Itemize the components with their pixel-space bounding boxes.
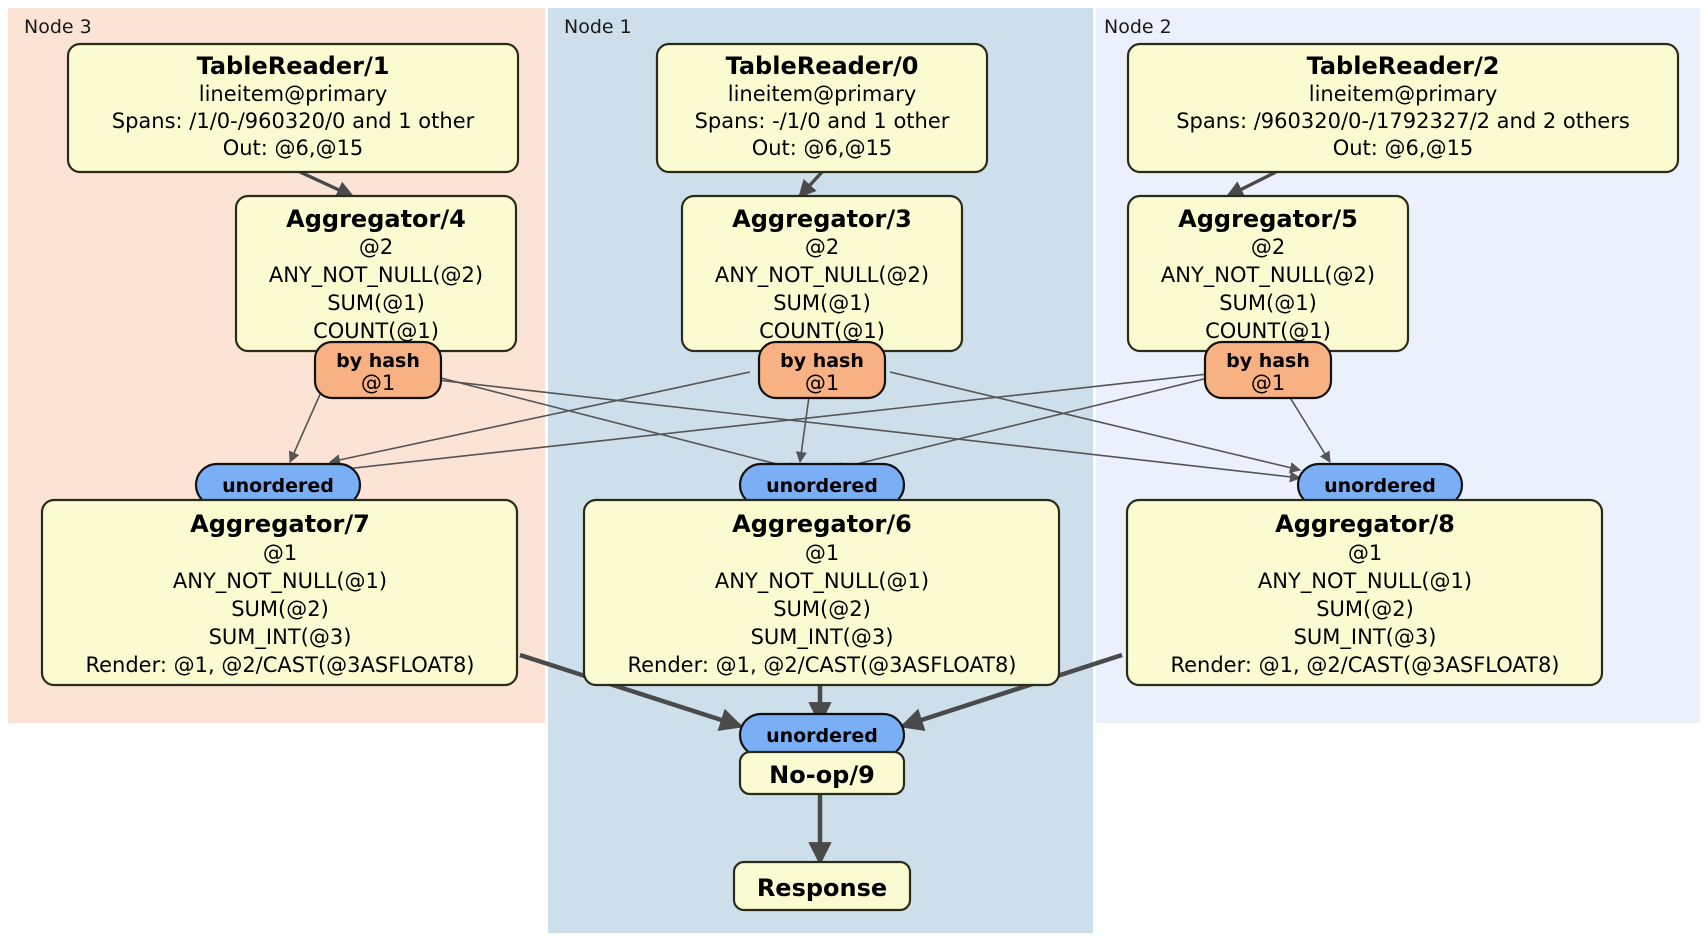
box-line-tablereader0-2: Out: @6,@15	[752, 136, 893, 160]
sync-unordered-mid-label: unordered	[766, 475, 878, 497]
box-aggregator7[interactable]: Aggregator/7 @1 ANY_NOT_NULL(@1) SUM(@2)…	[40, 498, 519, 687]
box-title-tablereader1: TableReader/1	[197, 52, 390, 80]
box-line-tablereader0-1: Spans: -/1/0 and 1 other	[695, 109, 950, 133]
sync-unordered-right-label: unordered	[1324, 475, 1436, 497]
box-tablereader0[interactable]: TableReader/0 lineitem@primary Spans: -/…	[655, 42, 989, 174]
box-line-aggregator8-0: @1	[1348, 541, 1382, 565]
box-title-tablereader2: TableReader/2	[1307, 52, 1500, 80]
edges-hash-to-sync	[288, 367, 1331, 483]
sync-unordered-right[interactable]: unordered	[1296, 462, 1464, 508]
box-aggregator6[interactable]: Aggregator/6 @1 ANY_NOT_NULL(@1) SUM(@2)…	[582, 498, 1061, 687]
box-title-noop9: No-op/9	[769, 761, 875, 789]
box-title-aggregator3: Aggregator/3	[732, 205, 912, 233]
box-line-aggregator3-2: SUM(@1)	[773, 291, 871, 315]
node-region-label-node1: Node 1	[564, 16, 632, 38]
box-line-aggregator6-2: SUM(@2)	[773, 597, 871, 621]
router-byhash-mid-sub: @1	[805, 371, 839, 395]
box-line-tablereader0-0: lineitem@primary	[728, 82, 917, 106]
box-noop9[interactable]: No-op/9	[738, 750, 906, 796]
box-tablereader1[interactable]: TableReader/1 lineitem@primary Spans: /1…	[66, 42, 520, 174]
router-byhash-left[interactable]: by hash @1	[313, 340, 443, 400]
edge-hash-left-to-sync-right	[401, 375, 1302, 483]
edge-agg7-to-final-sync	[519, 652, 744, 732]
edge-hash-right-to-sync-left	[334, 373, 1209, 475]
box-line-aggregator5-0: @2	[1251, 235, 1285, 259]
box-line-tablereader1-1: Spans: /1/0-/960320/0 and 1 other	[112, 109, 475, 133]
box-line-aggregator4-2: SUM(@1)	[327, 291, 425, 315]
box-line-aggregator6-4: Render: @1, @2/CAST(@3ASFLOAT8)	[627, 653, 1016, 677]
router-byhash-mid[interactable]: by hash @1	[757, 340, 887, 400]
box-line-aggregator8-1: ANY_NOT_NULL(@1)	[1258, 569, 1472, 594]
box-line-aggregator7-1: ANY_NOT_NULL(@1)	[173, 569, 387, 594]
box-line-aggregator7-0: @1	[263, 541, 297, 565]
router-byhash-right-label: by hash	[1226, 350, 1310, 372]
sync-unordered-mid[interactable]: unordered	[738, 462, 906, 508]
edge-agg8-to-final-sync	[899, 652, 1123, 731]
router-byhash-right[interactable]: by hash @1	[1203, 340, 1333, 400]
box-tablereader2[interactable]: TableReader/2 lineitem@primary Spans: /9…	[1126, 42, 1680, 174]
box-line-aggregator7-2: SUM(@2)	[231, 597, 329, 621]
edge-tr2-to-agg5	[1225, 170, 1277, 198]
box-response[interactable]: Response	[732, 860, 912, 912]
edge-tr1-to-agg4	[299, 170, 355, 198]
box-line-aggregator5-3: COUNT(@1)	[1205, 319, 1331, 343]
box-line-aggregator3-3: COUNT(@1)	[759, 319, 885, 343]
box-title-aggregator7: Aggregator/7	[190, 510, 370, 538]
box-line-tablereader2-0: lineitem@primary	[1309, 82, 1498, 106]
box-line-aggregator8-4: Render: @1, @2/CAST(@3ASFLOAT8)	[1170, 653, 1559, 677]
box-aggregator3[interactable]: Aggregator/3 @2 ANY_NOT_NULL(@2) SUM(@1)…	[680, 194, 964, 353]
box-title-aggregator6: Aggregator/6	[732, 510, 912, 538]
sync-unordered-final[interactable]: unordered	[738, 712, 906, 758]
box-title-aggregator4: Aggregator/4	[286, 205, 466, 233]
box-line-aggregator6-1: ANY_NOT_NULL(@1)	[715, 569, 929, 594]
box-line-aggregator5-1: ANY_NOT_NULL(@2)	[1161, 263, 1375, 288]
edge-hash-right-to-sync-mid	[830, 377, 1209, 474]
box-line-aggregator8-3: SUM_INT(@3)	[1294, 625, 1437, 650]
box-line-tablereader1-2: Out: @6,@15	[223, 136, 364, 160]
router-byhash-left-sub: @1	[361, 371, 395, 395]
box-line-tablereader2-2: Out: @6,@15	[1333, 136, 1474, 160]
node-region-label-node3: Node 3	[24, 16, 92, 38]
edge-hash-mid-to-sync-right	[889, 371, 1302, 474]
box-line-aggregator4-0: @2	[359, 235, 393, 259]
box-line-aggregator3-1: ANY_NOT_NULL(@2)	[715, 263, 929, 288]
router-byhash-mid-label: by hash	[780, 350, 864, 372]
router-byhash-right-sub: @1	[1251, 371, 1285, 395]
box-line-aggregator7-3: SUM_INT(@3)	[209, 625, 352, 650]
box-line-aggregator7-4: Render: @1, @2/CAST(@3ASFLOAT8)	[85, 653, 474, 677]
edge-hash-left-to-sync-mid	[401, 367, 802, 473]
box-line-aggregator3-0: @2	[805, 235, 839, 259]
box-title-tablereader0: TableReader/0	[726, 52, 919, 80]
box-aggregator8[interactable]: Aggregator/8 @1 ANY_NOT_NULL(@1) SUM(@2)…	[1125, 498, 1604, 687]
node-region-label-node2: Node 2	[1104, 16, 1172, 38]
box-line-tablereader1-0: lineitem@primary	[199, 82, 388, 106]
box-line-aggregator4-3: COUNT(@1)	[313, 319, 439, 343]
box-aggregator5[interactable]: Aggregator/5 @2 ANY_NOT_NULL(@2) SUM(@1)…	[1126, 194, 1410, 353]
box-title-aggregator5: Aggregator/5	[1178, 205, 1358, 233]
edge-tr0-to-agg3	[798, 170, 824, 198]
box-line-aggregator4-1: ANY_NOT_NULL(@2)	[269, 263, 483, 288]
box-line-aggregator6-3: SUM_INT(@3)	[751, 625, 894, 650]
box-line-aggregator5-2: SUM(@1)	[1219, 291, 1317, 315]
box-aggregator4[interactable]: Aggregator/4 @2 ANY_NOT_NULL(@2) SUM(@1)…	[234, 194, 518, 353]
sync-unordered-left-label: unordered	[222, 475, 334, 497]
edge-hash-mid-to-sync-left	[328, 371, 751, 466]
router-byhash-left-label: by hash	[336, 350, 420, 372]
box-line-aggregator8-2: SUM(@2)	[1316, 597, 1414, 621]
box-line-tablereader2-1: Spans: /960320/0-/1792327/2 and 2 others	[1176, 109, 1630, 133]
sync-unordered-final-label: unordered	[766, 725, 878, 747]
edges-reader-to-agg	[299, 170, 1277, 198]
box-title-aggregator8: Aggregator/8	[1275, 510, 1455, 538]
box-title-response: Response	[757, 874, 887, 902]
box-line-aggregator6-0: @1	[805, 541, 839, 565]
